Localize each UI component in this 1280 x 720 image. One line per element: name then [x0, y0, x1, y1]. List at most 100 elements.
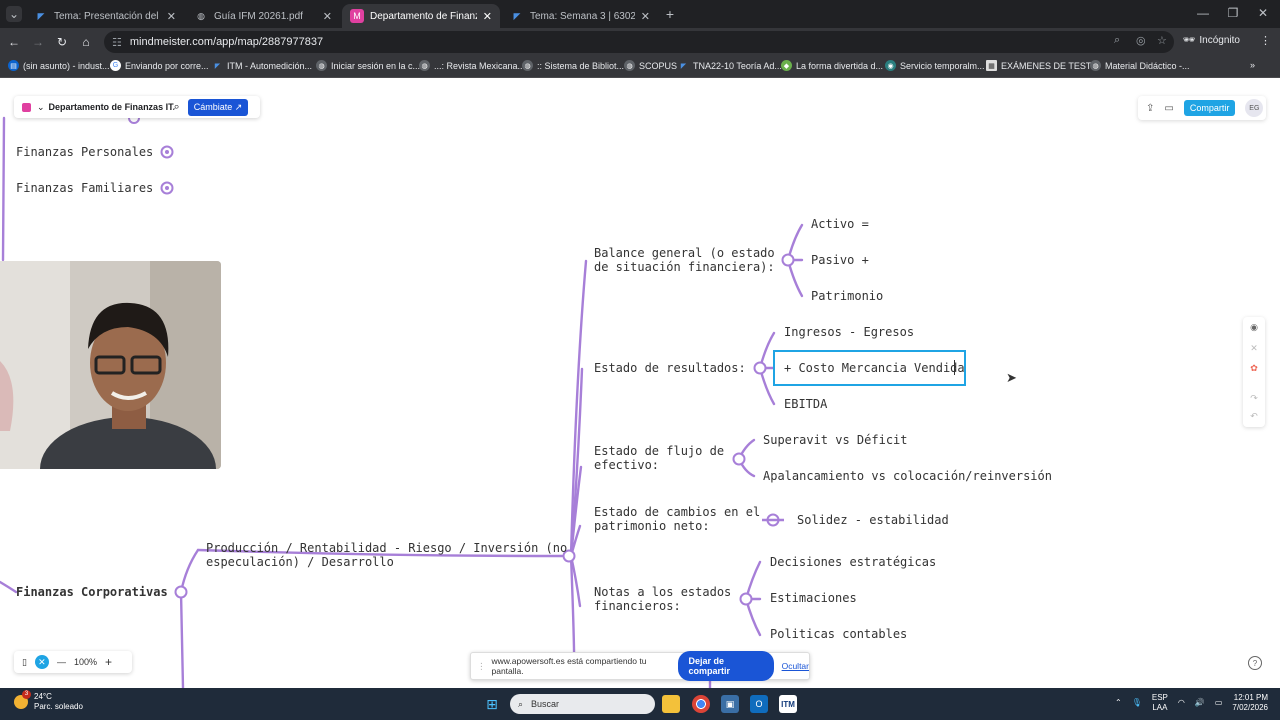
- file-explorer-icon[interactable]: [662, 695, 680, 713]
- node-cambios-patrimonio[interactable]: Estado de cambios en el patrimonio neto:: [594, 505, 761, 533]
- node-notas[interactable]: Notas a los estados financieros:: [594, 585, 732, 613]
- bookmark-item[interactable]: ◆La forma divertida d...: [781, 60, 883, 71]
- bookmark-item[interactable]: ▦EXÁMENES DE TEST...: [986, 60, 1098, 71]
- node-ingresos-egresos[interactable]: Ingresos - Egresos: [784, 325, 915, 339]
- minimize-icon[interactable]: —: [1197, 6, 1209, 20]
- tab-4[interactable]: ◤ Tema: Semana 3 | 630202004-3 ✕: [502, 4, 658, 28]
- selected-node-frame[interactable]: [773, 350, 966, 386]
- tray-overflow-icon[interactable]: ⌃: [1115, 698, 1122, 707]
- node-superavit[interactable]: Superavit vs Déficit: [763, 433, 908, 447]
- hide-link[interactable]: Ocultar: [781, 661, 809, 671]
- zoom-in-button[interactable]: +: [104, 655, 112, 669]
- bookmark-item[interactable]: ◍...: Revista Mexicana...: [419, 60, 525, 71]
- node-balance-general[interactable]: Balance general (o estado de situación f…: [594, 246, 775, 274]
- avatar[interactable]: EG: [1245, 99, 1264, 117]
- chevron-down-icon[interactable]: ⌄: [37, 101, 45, 112]
- node-politicas[interactable]: Politicas contables: [770, 627, 908, 641]
- forward-arrow-icon[interactable]: →: [32, 35, 44, 49]
- bookmark-item[interactable]: ◤TNA22-10 Teoría Ad...: [678, 60, 782, 71]
- moodle-icon: ◤: [212, 60, 223, 71]
- bookmark-item[interactable]: ◍SCOPUS: [624, 60, 677, 71]
- star-bookmark-icon[interactable]: ☆: [1157, 35, 1167, 47]
- node-costo-mercancia[interactable]: + Costo Mercancia Vendida: [784, 361, 965, 375]
- node-flujo-efectivo[interactable]: Estado de flujo de efectivo:: [594, 444, 725, 472]
- node-finanzas-personales[interactable]: Finanzas Personales: [16, 145, 154, 159]
- close-tab-icon[interactable]: ✕: [322, 10, 332, 23]
- volume-icon[interactable]: 🔊: [1194, 698, 1205, 707]
- taskbar-search[interactable]: ⌕ Buscar: [510, 694, 655, 714]
- wifi-icon[interactable]: ◠: [1177, 698, 1185, 707]
- node-finanzas-corporativas[interactable]: Finanzas Corporativas: [16, 585, 168, 599]
- stop-sharing-button[interactable]: Dejar de compartir: [678, 651, 774, 681]
- close-tab-icon[interactable]: ✕: [640, 10, 650, 23]
- home-icon[interactable]: ⌂: [82, 35, 90, 49]
- tab-1[interactable]: ◤ Tema: Presentación del curso | ✕: [26, 4, 184, 28]
- bookmark-item[interactable]: ◤ITM - Automedición...: [212, 60, 312, 71]
- search-icon: ⌕: [518, 698, 524, 709]
- incognito-indicator[interactable]: 🕶 Incógnito: [1183, 35, 1240, 46]
- map-name[interactable]: Departamento de Finanzas IT...: [48, 102, 174, 112]
- language-indicator[interactable]: ESP LAA: [1151, 693, 1168, 712]
- new-tab-plus-icon[interactable]: +: [665, 6, 675, 22]
- undo-icon[interactable]: ↶: [1250, 411, 1258, 421]
- node-ebitda[interactable]: EBITDA: [784, 397, 828, 411]
- reload-icon[interactable]: ↻: [56, 35, 68, 49]
- share-button[interactable]: Compartir: [1183, 100, 1236, 116]
- redo-icon[interactable]: ↷: [1250, 393, 1258, 403]
- node-activo[interactable]: Activo =: [811, 217, 869, 231]
- weather-widget[interactable]: 24°C Parc. soleado 3: [14, 690, 83, 712]
- export-icon[interactable]: ⇪: [1146, 102, 1155, 114]
- upgrade-button[interactable]: Cámbiate ↗: [187, 98, 249, 116]
- address-bar[interactable]: ☷ mindmeister.com/app/map/2887977837: [104, 31, 1174, 53]
- bookmark-item[interactable]: ▤(sin asunto) - indust...: [8, 60, 110, 71]
- node-connector-dot: [732, 452, 746, 466]
- zoom-search-icon[interactable]: ⌕: [1114, 34, 1121, 46]
- tab-search-icon[interactable]: ⌄: [6, 6, 22, 22]
- drag-handle-icon[interactable]: ⋮: [477, 660, 486, 671]
- restore-icon[interactable]: ❐: [1227, 6, 1239, 20]
- bookmark-item[interactable]: ◉Servicio temporalm...: [885, 60, 985, 71]
- menu-kebab-icon[interactable]: ⋮: [1260, 35, 1271, 47]
- close-tab-icon[interactable]: ✕: [166, 10, 176, 23]
- node-produccion[interactable]: Producción / Rentabilidad - Riesgo / Inv…: [206, 541, 568, 569]
- bookmark-item[interactable]: ◍Material Didáctico -...: [1090, 60, 1190, 71]
- itm-app-icon[interactable]: ITM: [779, 695, 797, 713]
- node-solidez[interactable]: Solidez - estabilidad: [797, 513, 949, 527]
- bookmark-item[interactable]: ◍:: Sistema de Bibliot...: [522, 60, 624, 71]
- eye-off-icon[interactable]: ◎: [1136, 35, 1146, 47]
- bookmarks-overflow-icon[interactable]: »: [1250, 60, 1256, 70]
- node-apalancamiento[interactable]: Apalancamiento vs colocación/reinversión: [763, 469, 1052, 483]
- chrome-icon[interactable]: [692, 695, 710, 713]
- collapse-icon[interactable]: ✕: [1250, 343, 1258, 353]
- theme-icon[interactable]: ✿: [1250, 363, 1258, 373]
- tab-3[interactable]: M Departamento de Finanzas ITM ✕: [342, 4, 500, 28]
- node-estimaciones[interactable]: Estimaciones: [770, 591, 857, 605]
- screen-recorder-icon[interactable]: ▣: [721, 695, 739, 713]
- tab-2[interactable]: ◍ Guía IFM 20261.pdf ✕: [186, 4, 340, 28]
- node-decisiones[interactable]: Decisiones estratégicas: [770, 555, 937, 569]
- node-finanzas-familiares[interactable]: Finanzas Familiares: [16, 181, 154, 195]
- present-icon[interactable]: ▭: [1164, 102, 1174, 114]
- help-icon[interactable]: ?: [1248, 656, 1262, 670]
- battery-icon[interactable]: ▭: [1214, 698, 1223, 707]
- close-tab-icon[interactable]: ✕: [482, 10, 492, 23]
- node-patrimonio[interactable]: Patrimonio: [811, 289, 884, 303]
- node-pasivo[interactable]: Pasivo +: [811, 253, 869, 267]
- site-info-icon[interactable]: ☷: [112, 36, 122, 49]
- zoom-out-button[interactable]: —: [56, 657, 66, 667]
- back-arrow-icon[interactable]: ←: [8, 35, 20, 49]
- outlook-icon[interactable]: O: [750, 695, 768, 713]
- microphone-icon[interactable]: 🎙: [1131, 698, 1142, 707]
- focus-icon[interactable]: ◉: [1250, 322, 1258, 332]
- windows-start-icon[interactable]: ⊞: [486, 695, 498, 712]
- fit-map-icon[interactable]: ✕: [34, 655, 49, 669]
- tab-title: Tema: Presentación del curso |: [54, 10, 161, 22]
- node-estado-resultados[interactable]: Estado de resultados:: [594, 361, 746, 375]
- close-window-icon[interactable]: ✕: [1257, 6, 1269, 20]
- page-icon[interactable]: ▯: [22, 656, 27, 667]
- browser-tab-strip: ⌄ ◤ Tema: Presentación del curso | ✕ ◍ G…: [0, 0, 1280, 28]
- clock[interactable]: 12:01 PM 7/02/2026: [1232, 693, 1268, 712]
- search-icon[interactable]: ⌕: [173, 100, 180, 113]
- bookmark-item[interactable]: ◍Iniciar sesión en la c...: [316, 60, 420, 71]
